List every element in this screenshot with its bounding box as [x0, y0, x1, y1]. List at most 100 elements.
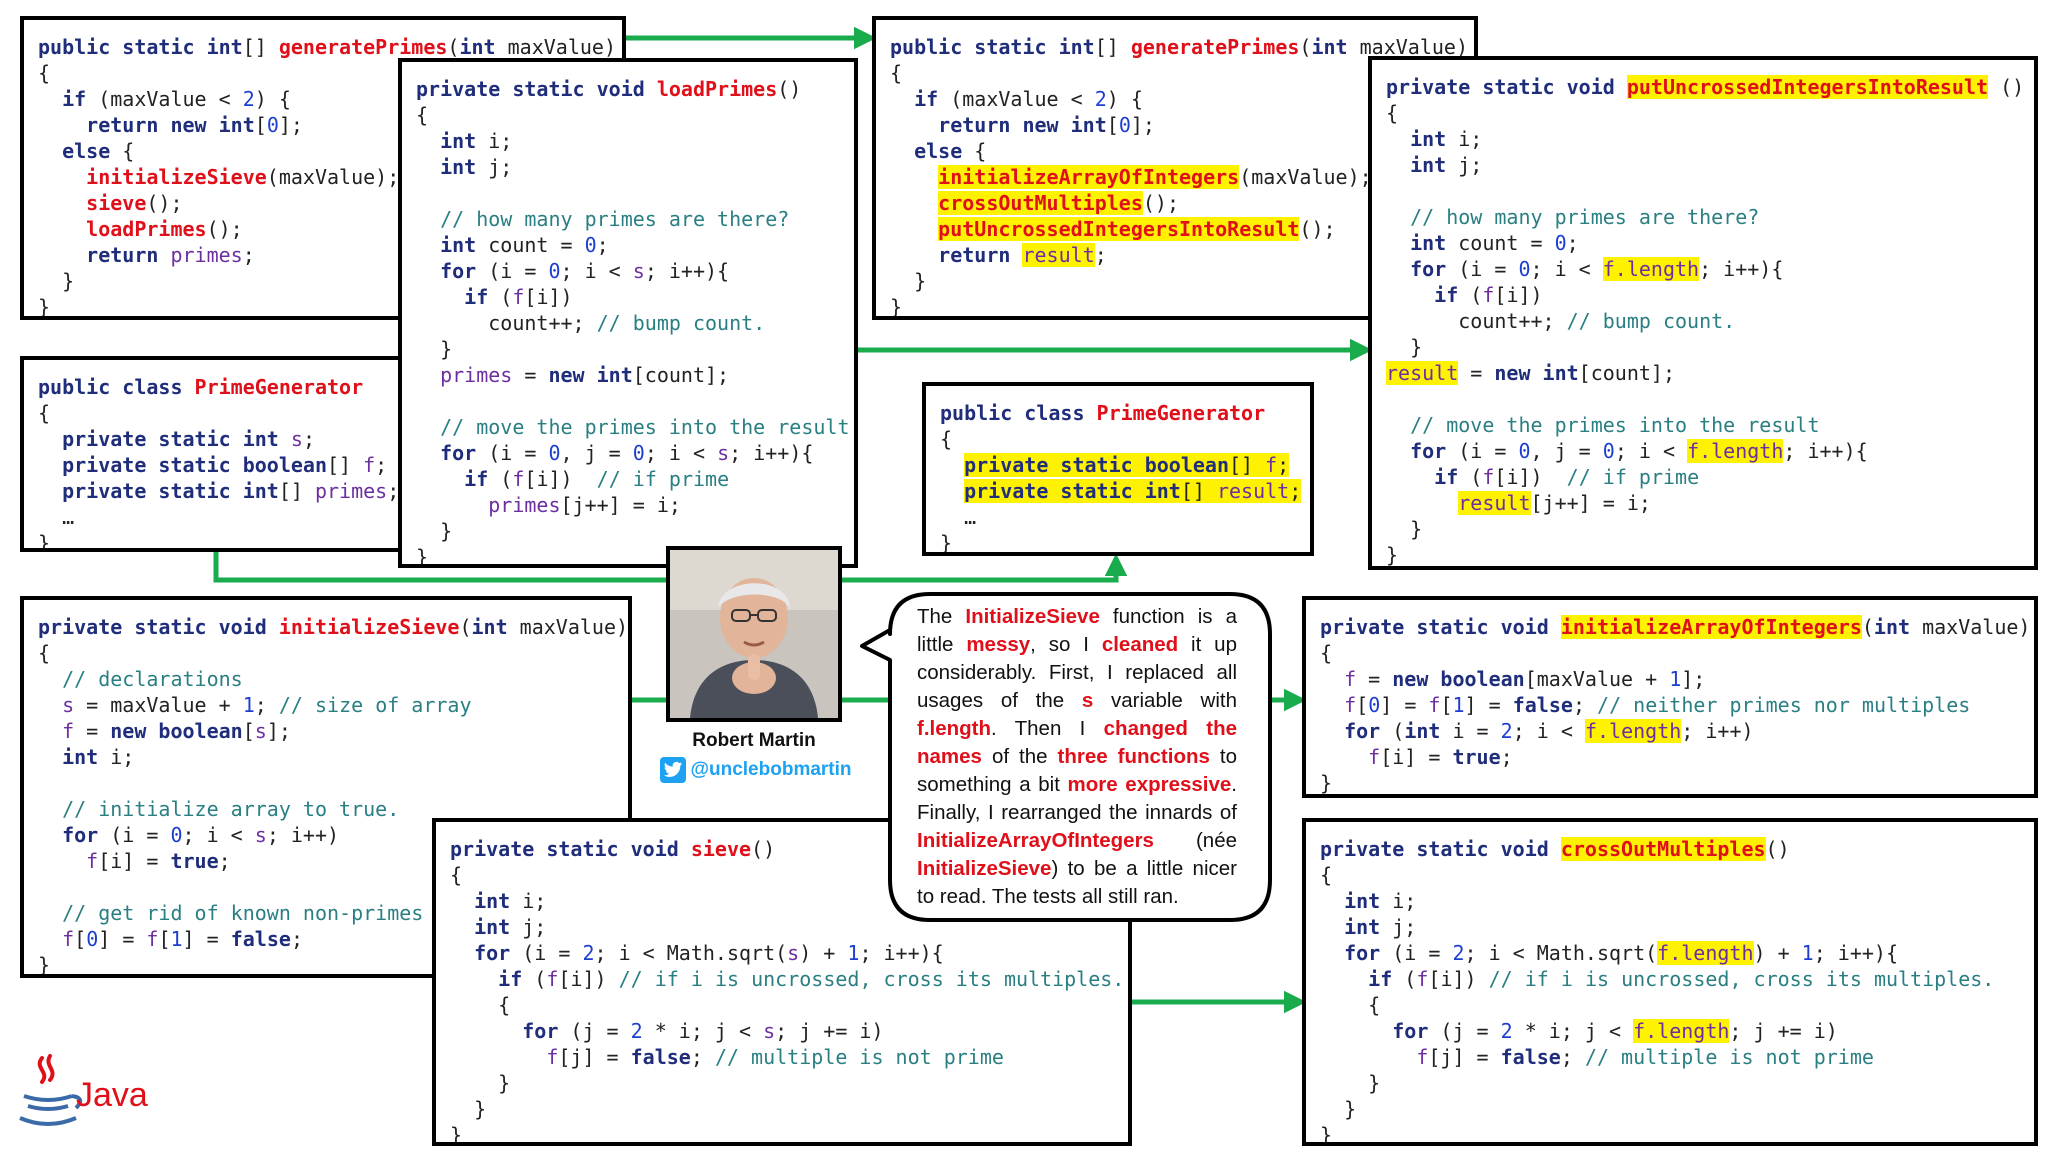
code-token: i; [1380, 889, 1417, 913]
code-token: private static boolean [964, 453, 1229, 477]
code-token: f [1368, 745, 1381, 769]
code-token: private static void [1386, 75, 1627, 99]
code-token [450, 967, 498, 991]
code-token: PrimeGenerator [194, 375, 364, 399]
code-box-init-array-new: private static void initializeArrayOfInt… [1302, 596, 2038, 798]
code-token: { [1320, 863, 1333, 887]
code-token: new boolean [1392, 667, 1525, 691]
code-token: ( [1458, 283, 1483, 307]
code-token: // how many primes are there? [440, 207, 790, 231]
code-token: (i = [1446, 439, 1519, 463]
code-token: (j = [558, 1019, 631, 1043]
code-token: sieve [690, 837, 752, 861]
code-line: { [1320, 863, 1332, 887]
code-token: // multiple is not prime [1584, 1045, 1874, 1069]
code-line: } [38, 295, 50, 316]
code-token: , j = [560, 441, 633, 465]
code-token [1386, 491, 1458, 515]
code-token: (); [146, 191, 183, 215]
code-token: (j = [1428, 1019, 1501, 1043]
code-line: { [940, 427, 952, 451]
code-token: loadPrimes [656, 77, 778, 101]
twitter-handle[interactable]: @unclebobmartin [656, 755, 856, 785]
code-token: if [498, 967, 523, 991]
code-token: f [62, 927, 75, 951]
code-token: ; i++){ [859, 941, 944, 965]
code-line: for (int i = 2; i < f.length; i++) [1320, 719, 1754, 743]
code-line: for (i = 0, j = 0; i < f.length; i++){ [1386, 439, 1868, 463]
code-token: [ [1440, 693, 1453, 717]
code-token [416, 415, 440, 439]
code-token: f [546, 967, 559, 991]
code-line: for (j = 2 * i; j < s; j += i) [450, 1019, 884, 1043]
code-token: ( [1380, 719, 1405, 743]
code-token: result [1216, 479, 1290, 503]
code-token: int [1404, 719, 1441, 743]
code-token: initializeSieve [86, 165, 267, 189]
code-box-generate-primes-original: public static int[] generatePrimes(int m… [20, 16, 626, 320]
code-box-init-sieve-original: private static void initializeSieve(int … [20, 596, 632, 978]
code-token: private static void [38, 615, 279, 639]
code-line: } [450, 1097, 486, 1121]
code-line: return new int[0]; [890, 113, 1155, 137]
code-token: } [416, 545, 429, 568]
code-token: [ [254, 113, 267, 137]
code-token [1320, 967, 1368, 991]
code-token: 0 [584, 233, 597, 257]
code-token: return [86, 243, 159, 267]
code-token: int [596, 363, 633, 387]
code-token: ] = [1380, 693, 1429, 717]
code-token: f [1344, 693, 1357, 717]
code-token: 2 [1500, 719, 1513, 743]
code-token: 0 [266, 113, 279, 137]
code-token: // get rid of known non-primes [62, 901, 424, 925]
code-token [1386, 127, 1410, 151]
code-token: { [1386, 101, 1399, 125]
code-token: ] = [98, 927, 147, 951]
code-line: putUncrossedIntegersIntoResult(); [890, 217, 1336, 241]
code-token [1386, 283, 1434, 307]
code-token: ( [488, 285, 513, 309]
code-token: int [1344, 889, 1381, 913]
code-token [416, 285, 464, 309]
code-token: { [940, 427, 953, 451]
code-token: [] [1094, 35, 1131, 59]
code-token: ]; [266, 719, 291, 743]
code-token [416, 233, 440, 257]
bubble-text-segment: (née [1153, 829, 1237, 852]
code-token: (); [1142, 191, 1179, 215]
code-token [890, 113, 938, 137]
code-token: f.length [1602, 257, 1700, 281]
code-line: { [890, 61, 902, 85]
code-token: 0 [548, 259, 561, 283]
code-token: if [914, 87, 939, 111]
bubble-text-segment: InitializeSieve [917, 857, 1052, 880]
code-token: ]; [1130, 113, 1155, 137]
code-token [279, 427, 291, 451]
code-token: for [522, 1019, 559, 1043]
code-token: ) + [1753, 941, 1802, 965]
code-line: count++; // bump count. [1386, 309, 1735, 333]
code-token [38, 927, 62, 951]
bubble-text-segment: . Then I [991, 717, 1104, 740]
code-token [38, 427, 62, 451]
code-line: if (f[i]) // if prime [1386, 465, 1699, 489]
code-token: (maxValue); [1239, 165, 1372, 189]
code-token [416, 441, 440, 465]
code-token: = [512, 363, 549, 387]
code-line: } [1320, 1071, 1380, 1095]
code-token: ; j += i) [775, 1019, 884, 1043]
code-token: 0 [170, 823, 183, 847]
code-line: public static int[] generatePrimes(int m… [890, 35, 1468, 59]
code-token: s [254, 719, 267, 743]
bubble-text-segment: The [917, 605, 966, 628]
code-token: { [38, 401, 51, 425]
code-line: if (f[i]) [416, 285, 572, 309]
code-token: putUncrossedIntegersIntoResult [938, 217, 1300, 241]
code-token: } [450, 1071, 511, 1095]
code-token: ; i++) [1681, 719, 1754, 743]
java-coffee-cup-icon [19, 1054, 83, 1126]
code-line: s = maxValue + 1; // size of array [38, 693, 471, 717]
bubble-text-segment: function is a little [917, 605, 1238, 656]
code-token: initializeArrayOfIntegers [938, 165, 1240, 189]
